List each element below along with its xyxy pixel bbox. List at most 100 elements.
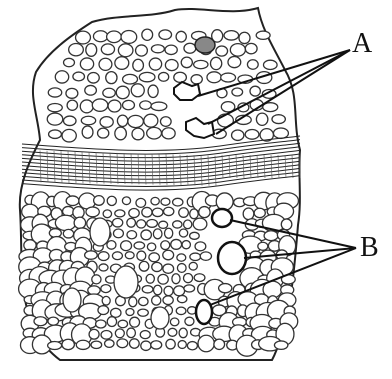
tissue-cell (264, 231, 278, 241)
tissue-cell (177, 254, 186, 261)
parenchyma-cell (147, 127, 162, 139)
tissue-cell (158, 274, 168, 284)
parenchyma-cell (55, 71, 68, 83)
tissue-cell (63, 206, 74, 216)
tissue-cell (176, 307, 186, 314)
tissue-cell (137, 251, 146, 260)
tissue-cell (183, 274, 192, 283)
fiber-tick (89, 152, 90, 183)
parenchyma-cell (256, 31, 270, 39)
tissue-cell (113, 229, 123, 238)
tissue-cell (149, 253, 160, 262)
tissue-cell (173, 198, 183, 206)
parenchyma-cell (136, 45, 148, 56)
tissue-cell (164, 286, 173, 295)
tissue-cell (48, 317, 59, 325)
tissue-cell (121, 241, 132, 251)
parenchyma-cell (47, 113, 63, 125)
parenchyma-cell (98, 128, 109, 138)
tissue-cell (179, 208, 189, 218)
parenchyma-cell (131, 84, 144, 97)
lower-tissue-cells (19, 191, 299, 356)
tissue-cell (274, 341, 287, 349)
parenchyma-cell (263, 60, 277, 69)
tissue-cell (130, 317, 140, 327)
fiber-tick (54, 151, 55, 183)
parenchyma-cell (128, 115, 143, 127)
parenchyma-cell (133, 59, 144, 71)
parenchyma-cell (48, 88, 61, 97)
tissue-cell (98, 306, 109, 315)
tissue-cell (168, 328, 177, 336)
tissue-cell (105, 340, 114, 348)
tissue-cell (63, 229, 73, 238)
tissue-cell (136, 198, 146, 207)
parenchyma-cell (228, 56, 241, 67)
tissue-cell (129, 209, 139, 218)
tissue-cell (179, 328, 187, 338)
tissue-cell (141, 230, 151, 240)
fiber-tick (180, 155, 181, 185)
tissue-cell (161, 241, 170, 250)
tissue-cell (142, 286, 153, 293)
parenchyma-cell (81, 116, 95, 124)
parenchyma-cell (232, 130, 244, 140)
parenchyma-cell (69, 43, 84, 55)
tissue-cell (107, 241, 116, 250)
tissue-cell (159, 221, 168, 228)
parenchyma-cell (194, 60, 208, 68)
parenchyma-cell (176, 31, 186, 42)
tissue-cell (107, 317, 116, 327)
tissue-cell (76, 340, 90, 349)
tissue-cell (142, 207, 152, 217)
tissue-cell (141, 341, 151, 350)
parenchyma-cell (82, 126, 93, 138)
tissue-cell (55, 215, 75, 230)
tissue-cell (99, 264, 108, 271)
parenchyma-cell (140, 101, 152, 109)
tissue-cell (74, 217, 86, 228)
fiber-tick (68, 151, 69, 183)
tissue-cell (48, 341, 62, 349)
fiber-tick (103, 152, 104, 183)
tissue-cell (103, 210, 111, 218)
tissue-cell (117, 339, 128, 348)
tissue-cell (139, 261, 149, 271)
parenchyma-cell (123, 74, 138, 84)
large-cell (151, 307, 169, 329)
tissue-cell (107, 196, 116, 205)
tissue-cell (101, 285, 111, 293)
parenchyma-cell (256, 113, 267, 125)
parenchyma-cell (48, 103, 63, 111)
parenchyma-cell (49, 130, 62, 139)
structure-a-cell-2 (186, 118, 214, 138)
tissue-cell (258, 242, 268, 250)
tissue-cell (94, 196, 105, 206)
parenchyma-cell (184, 43, 196, 53)
tissue-cell (173, 221, 182, 228)
tissue-cell (165, 228, 173, 238)
parenchyma-cell (230, 44, 245, 56)
tissue-cell (172, 274, 180, 284)
tissue-cell (147, 243, 155, 251)
fiber-tick (152, 154, 153, 185)
tissue-cell (170, 318, 179, 326)
tissue-cell (115, 329, 124, 338)
tissue-cell (96, 320, 106, 328)
tissue-cell (193, 218, 207, 230)
structure-b-cell-2 (218, 242, 246, 274)
tissue-cell (127, 328, 136, 338)
parenchyma-cell (165, 60, 178, 71)
tissue-cell (139, 297, 148, 305)
tissue-cell (152, 296, 161, 305)
tissue-cell (147, 219, 158, 227)
fiber-tick (243, 155, 244, 178)
tissue-cell (177, 295, 186, 302)
fiber-band (22, 136, 300, 190)
tissue-cell (161, 198, 170, 205)
parenchyma-cell (250, 86, 260, 96)
fiber-tick (215, 156, 216, 186)
tissue-cell (194, 274, 205, 282)
parenchyma-cell (132, 128, 144, 140)
tissue-cell (164, 207, 174, 215)
